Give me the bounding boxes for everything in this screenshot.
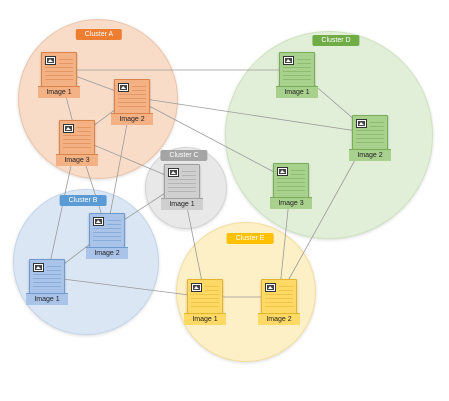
cluster-a-label: Cluster A [75,29,123,40]
node-a2[interactable]: Image 2 [111,79,153,125]
document-lines [188,280,222,314]
image-icon [277,167,288,176]
image-icon [356,119,367,128]
node-label: Image 1 [26,293,68,305]
node-e2[interactable]: Image 2 [258,279,300,325]
node-d1[interactable]: Image 1 [276,52,318,98]
cluster-b-label: Cluster B [59,195,107,206]
document-lines [274,164,308,198]
document-lines [353,116,387,150]
image-icon [93,217,104,226]
node-label: Image 1 [184,313,226,325]
cluster-e-label: Cluster E [226,233,274,244]
node-d3[interactable]: Image 3 [270,163,312,209]
node-b2[interactable]: Image 2 [86,213,128,259]
node-label: Image 1 [161,198,203,210]
image-icon [168,168,179,177]
node-b1[interactable]: Image 1 [26,259,68,305]
document-lines [42,53,76,87]
document-lines [90,214,124,248]
document-lines [60,121,94,155]
node-label: Image 2 [258,313,300,325]
node-label: Image 3 [270,197,312,209]
node-c1[interactable]: Image 1 [161,164,203,210]
node-d2[interactable]: Image 2 [349,115,391,161]
image-icon [283,56,294,65]
document-lines [280,53,314,87]
node-e1[interactable]: Image 1 [184,279,226,325]
node-a1[interactable]: Image 1 [38,52,80,98]
document-lines [262,280,296,314]
image-icon [33,263,44,272]
image-icon [265,283,276,292]
node-label: Image 2 [349,149,391,161]
cluster-a-circle [18,19,178,179]
cluster-d-label: Cluster D [312,35,360,46]
document-lines [115,80,149,114]
image-icon [191,283,202,292]
node-label: Image 2 [86,247,128,259]
edge-b1-e1 [46,276,206,298]
document-lines [165,165,199,199]
node-label: Image 1 [38,86,80,98]
node-label: Image 2 [111,113,153,125]
cluster-d-circle [225,31,433,239]
cluster-c-label: Cluster C [160,150,208,161]
image-icon [45,56,56,65]
node-label: Image 1 [276,86,318,98]
node-label: Image 3 [56,154,98,166]
image-icon [118,83,129,92]
document-lines [30,260,64,294]
image-icon [63,124,74,133]
node-a3[interactable]: Image 3 [56,120,98,166]
edge-a2-d2 [131,96,371,134]
edge-a2-d3 [131,96,292,182]
